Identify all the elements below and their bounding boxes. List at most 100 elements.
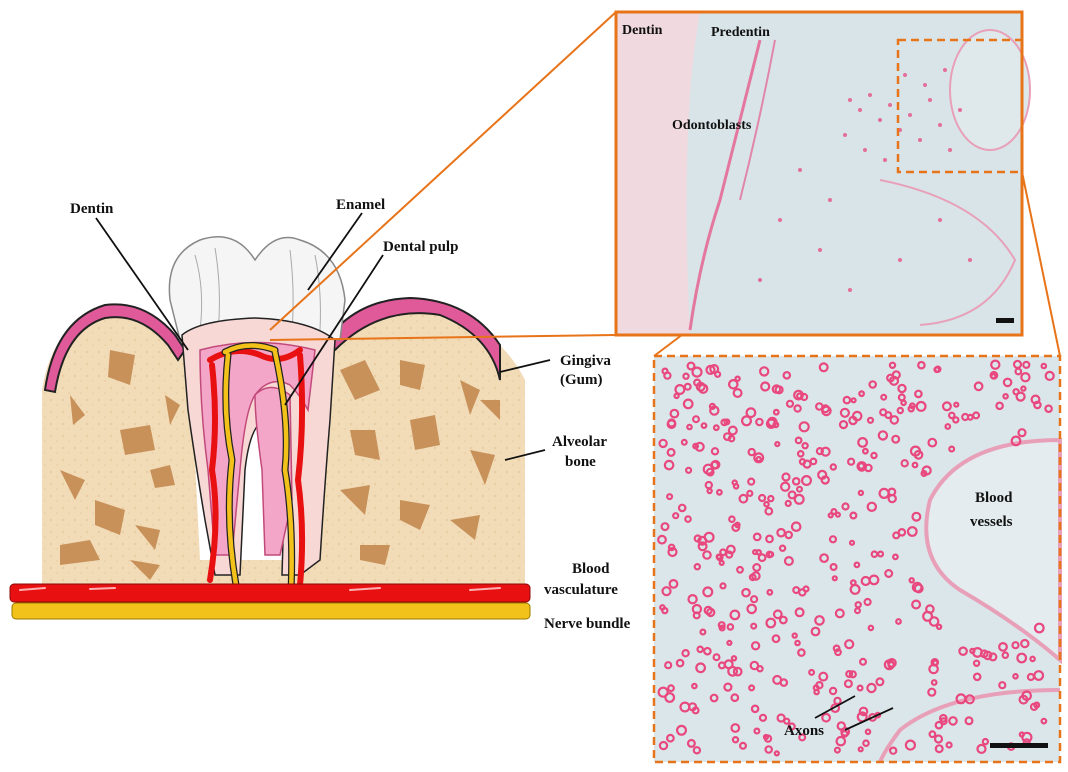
axon-cell: [682, 372, 690, 380]
axon-cell: [831, 575, 838, 582]
axon-cell: [696, 645, 705, 654]
axon-cell: [928, 616, 940, 627]
axon-cell: [728, 515, 736, 524]
axon-cell: [818, 671, 829, 682]
axon-cell: [727, 425, 738, 436]
axon-cell: [833, 696, 842, 706]
axon-cell: [875, 677, 885, 687]
axon-cell: [798, 733, 807, 742]
tooth-schematic: Dentin Enamel Dental pulp Gingiva (Gum) …: [9, 197, 631, 632]
label-blood-vessels-1: Blood: [975, 490, 1013, 506]
zoom-region-box: [896, 38, 1024, 174]
axon-cell: [1033, 670, 1045, 681]
axon-cell: [668, 579, 679, 589]
axon-cell: [911, 581, 923, 593]
blood-vessel-lumen: [924, 437, 1062, 665]
axon-cell: [746, 603, 757, 615]
axon-cell: [687, 594, 698, 605]
axon-cell: [729, 609, 741, 621]
label-bone: bone: [565, 454, 596, 470]
axon-cell: [1044, 370, 1055, 381]
axon-cell: [708, 402, 717, 410]
axon-cell: [693, 563, 702, 571]
axon-cell: [915, 400, 927, 412]
axon-cell: [773, 750, 780, 757]
axon-cell: [1002, 377, 1013, 388]
axon-cells: [657, 359, 1055, 757]
axon-cell: [840, 730, 849, 738]
axon-cell: [908, 402, 916, 410]
axon-cell: [765, 617, 777, 629]
axon-cell: [839, 407, 851, 418]
axon-cell: [814, 615, 825, 626]
axon-cell: [868, 380, 878, 389]
axon-cell: [791, 632, 798, 639]
axon-cell: [820, 475, 830, 485]
axon-cell: [758, 713, 768, 722]
axon-cell: [958, 646, 968, 657]
axon-cell: [760, 381, 771, 392]
axon-cell: [860, 575, 871, 587]
axon-cell: [796, 449, 805, 458]
axon-cell: [681, 649, 690, 658]
axon-cell: [947, 411, 956, 420]
axon-cell: [928, 730, 937, 739]
bone-spots: [60, 350, 500, 580]
axon-cell: [705, 467, 715, 477]
axon-cell: [704, 480, 714, 490]
axon-cell: [880, 393, 888, 401]
axon-cell: [793, 404, 802, 413]
axon-cell: [684, 515, 692, 523]
label-dental-pulp: Dental pulp: [383, 239, 458, 255]
axon-cell: [917, 360, 926, 370]
axon-cell: [726, 623, 735, 631]
axon-cell: [1033, 622, 1045, 634]
axon-cell: [870, 550, 879, 559]
axon-cell: [938, 713, 948, 723]
axon-cell: [925, 604, 935, 614]
axon-cell: [863, 597, 872, 607]
axon-cell: [842, 395, 852, 405]
axon-cell: [747, 447, 756, 457]
axon-cell: [730, 723, 741, 733]
axon-cell: [904, 739, 917, 751]
axon-cell: [783, 717, 791, 725]
axon-cell: [834, 648, 842, 657]
axon-cell: [972, 411, 981, 420]
axon-cell: [866, 682, 877, 694]
axon-cell: [911, 511, 922, 522]
axon-cell: [897, 393, 906, 402]
axon-cell: [798, 421, 810, 433]
axon-cell: [751, 548, 759, 556]
axon-cell: [703, 646, 712, 656]
axon-cell: [892, 553, 899, 561]
axon-cell: [1016, 652, 1028, 664]
axon-cell: [800, 475, 812, 487]
axon-cell: [988, 652, 998, 662]
axon-cell: [833, 746, 841, 754]
axon-cell: [802, 459, 812, 469]
axon-cell: [691, 706, 700, 715]
axon-cell: [1001, 651, 1010, 660]
label-gum: (Gum): [560, 372, 603, 388]
axon-cell: [686, 423, 693, 431]
axon-cell: [1021, 690, 1032, 701]
axon-cell: [675, 658, 685, 668]
axon-cell: [691, 415, 700, 424]
axon-cell: [820, 404, 830, 414]
label-enamel: Enamel: [336, 197, 385, 213]
axon-cell: [884, 568, 894, 578]
axon-cell: [738, 493, 749, 504]
axon-cell: [808, 668, 816, 676]
axon-cell: [794, 436, 803, 445]
axon-cell: [896, 406, 905, 415]
axon-cell: [891, 434, 901, 444]
axon-cell: [745, 407, 757, 419]
axon-cell: [747, 477, 756, 486]
axon-cell: [836, 721, 847, 731]
axon-cell: [1020, 638, 1030, 649]
axon-cell: [810, 626, 821, 637]
axon-cell: [849, 511, 858, 520]
axon-cell: [719, 582, 727, 590]
axon-cell: [858, 657, 867, 666]
